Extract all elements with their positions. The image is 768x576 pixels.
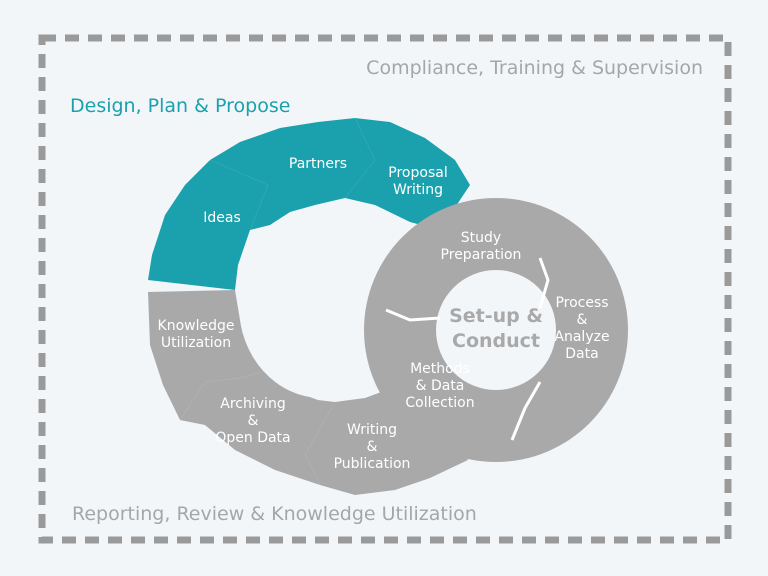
- label-study-preparation-line-2: Preparation: [441, 247, 522, 263]
- segment-proposal-writing: [345, 118, 470, 230]
- phase-label: Design, Plan & Propose: [70, 95, 290, 117]
- label-methods-collection-line-1: Methods: [410, 361, 470, 377]
- frame-top-label: Compliance, Training & Supervision: [366, 57, 703, 79]
- segment-archiving: [180, 370, 335, 485]
- label-process-analyze-line-1: Process: [555, 295, 608, 311]
- small-cycle-center: [436, 270, 556, 390]
- segment-ideas: [148, 160, 268, 290]
- divider-study-process: [538, 257, 550, 309]
- label-proposal-writing-line-2: Writing: [393, 182, 443, 198]
- dashed-frame: [38, 34, 732, 544]
- label-process-analyze-line-2: &: [577, 312, 588, 328]
- label-archiving-line-2: &: [248, 413, 259, 429]
- segment-partners: [210, 118, 375, 230]
- label-writing-publication-line-1: Writing: [347, 422, 397, 438]
- label-process-analyze-line-3: Analyze: [554, 329, 609, 345]
- segment-knowledge-utilization: [148, 290, 268, 420]
- label-ideas-line-1: Ideas: [203, 210, 241, 226]
- label-process-analyze-line-4: Data: [565, 346, 598, 362]
- label-study-preparation-line-1: Study: [461, 230, 501, 246]
- segment-labels: IdeasPartnersProposalWritingKnowledgeUti…: [158, 156, 610, 472]
- label-partners-line-1: Partners: [289, 156, 347, 172]
- label-methods-collection-line-3: Collection: [405, 395, 474, 411]
- label-archiving-line-1: Archiving: [220, 396, 285, 412]
- divider-methods-study: [385, 308, 441, 322]
- label-proposal-writing-line-1: Proposal: [388, 165, 447, 181]
- label-archiving-line-3: Open Data: [215, 430, 290, 446]
- divider-process-methods: [510, 381, 542, 441]
- center-line-1: Set-up &: [449, 305, 543, 327]
- center-line-2: Conduct: [452, 330, 540, 352]
- label-writing-publication-line-2: &: [367, 439, 378, 455]
- frame-bottom-label: Reporting, Review & Knowledge Utilizatio…: [72, 503, 477, 525]
- label-methods-collection-line-2: & Data: [416, 378, 465, 394]
- big-cycle-center: [239, 214, 405, 398]
- label-knowledge-utilization-line-2: Utilization: [161, 335, 231, 351]
- label-writing-publication-line-3: Publication: [334, 456, 411, 472]
- label-knowledge-utilization-line-1: Knowledge: [158, 318, 235, 334]
